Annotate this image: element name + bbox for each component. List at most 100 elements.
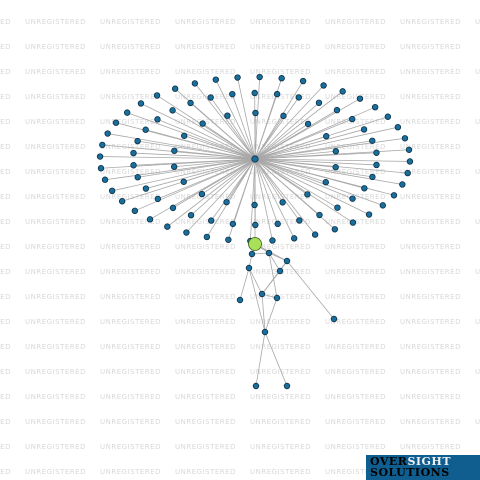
entity-node[interactable]	[316, 211, 323, 219]
entity-node[interactable]	[171, 85, 179, 92]
entity-node[interactable]	[265, 249, 273, 257]
entity-node[interactable]	[130, 149, 137, 157]
entity-node[interactable]	[279, 199, 286, 206]
entity-node[interactable]	[360, 126, 368, 133]
entity-node[interactable]	[229, 220, 237, 228]
entity-node[interactable]	[315, 99, 323, 107]
entity-node[interactable]	[248, 250, 256, 258]
entity-node[interactable]	[404, 169, 411, 177]
entity-node[interactable]	[108, 187, 116, 195]
entity-node[interactable]	[170, 163, 178, 170]
entity-node[interactable]	[320, 82, 327, 89]
entity-node[interactable]	[191, 80, 199, 87]
entity-node[interactable]	[245, 264, 253, 272]
entity-node[interactable]	[252, 109, 259, 117]
entity-node[interactable]	[332, 164, 339, 171]
entity-node[interactable]	[225, 236, 232, 243]
entity-node[interactable]	[199, 120, 206, 127]
entity-node[interactable]	[406, 158, 414, 165]
entity-node[interactable]	[251, 201, 258, 209]
entity-node[interactable]	[274, 220, 281, 228]
entity-node[interactable]	[169, 204, 177, 212]
entity-node[interactable]	[181, 132, 188, 139]
entity-node[interactable]	[323, 133, 330, 140]
entity-node[interactable]	[322, 179, 329, 186]
entity-node[interactable]	[180, 178, 187, 185]
entity-node[interactable]	[361, 185, 368, 192]
entity-node[interactable]	[258, 290, 266, 298]
entity-node[interactable]	[299, 77, 307, 85]
entity-node[interactable]	[365, 211, 373, 218]
entity-node[interactable]	[269, 237, 276, 244]
entity-node[interactable]	[261, 328, 269, 336]
entity-node[interactable]	[283, 382, 291, 390]
entity-node[interactable]	[169, 107, 176, 114]
entity-node[interactable]	[295, 94, 302, 101]
entity-node[interactable]	[339, 88, 346, 95]
entity-node[interactable]	[203, 233, 211, 241]
entity-node[interactable]	[154, 116, 161, 123]
entity-node[interactable]	[207, 94, 214, 101]
entity-node[interactable]	[96, 153, 104, 160]
entity-node[interactable]	[134, 174, 141, 181]
entity-node[interactable]	[349, 195, 356, 202]
entity-node[interactable]	[118, 198, 126, 205]
entity-node[interactable]	[356, 95, 364, 102]
entity-node[interactable]	[224, 112, 231, 119]
entity-node[interactable]	[252, 221, 259, 229]
entity-node[interactable]	[208, 217, 215, 224]
entity-node[interactable]	[142, 185, 150, 192]
entity-node[interactable]	[153, 92, 161, 99]
entity-node[interactable]	[290, 235, 298, 242]
entity-node[interactable]	[349, 219, 357, 226]
entity-node[interactable]	[304, 120, 312, 128]
entity-node[interactable]	[134, 137, 141, 145]
highlighted-entity-node[interactable]	[248, 237, 262, 251]
entity-node[interactable]	[130, 162, 137, 169]
entity-node[interactable]	[97, 165, 105, 172]
entity-node[interactable]	[401, 135, 409, 142]
entity-node[interactable]	[311, 231, 319, 238]
entity-node[interactable]	[278, 75, 285, 82]
entity-node[interactable]	[331, 226, 339, 233]
entity-node[interactable]	[171, 147, 178, 154]
entity-node[interactable]	[256, 73, 263, 81]
entity-node[interactable]	[223, 198, 230, 206]
entity-node[interactable]	[251, 89, 258, 97]
entity-node[interactable]	[164, 223, 171, 230]
entity-node[interactable]	[384, 113, 392, 120]
entity-node[interactable]	[142, 126, 149, 133]
entity-node[interactable]	[99, 141, 106, 149]
entity-node[interactable]	[330, 315, 338, 323]
entity-node[interactable]	[146, 216, 154, 223]
entity-node[interactable]	[280, 112, 287, 120]
entity-node[interactable]	[234, 74, 241, 81]
entity-node[interactable]	[229, 90, 236, 98]
entity-node[interactable]	[390, 192, 398, 199]
entity-node[interactable]	[104, 130, 111, 137]
entity-node[interactable]	[187, 211, 195, 219]
entity-node[interactable]	[394, 123, 402, 131]
entity-node[interactable]	[123, 109, 131, 116]
entity-node[interactable]	[183, 229, 190, 236]
entity-node[interactable]	[131, 207, 139, 215]
entity-node[interactable]	[333, 106, 341, 114]
entity-node[interactable]	[276, 267, 284, 275]
entity-node[interactable]	[369, 137, 376, 144]
entity-node[interactable]	[334, 204, 341, 211]
entity-node[interactable]	[198, 190, 206, 198]
entity-node[interactable]	[371, 103, 379, 111]
entity-node[interactable]	[379, 202, 387, 209]
entity-node[interactable]	[296, 217, 303, 224]
entity-node[interactable]	[212, 76, 220, 83]
entity-node[interactable]	[373, 149, 380, 156]
entity-node[interactable]	[369, 173, 376, 181]
entity-node[interactable]	[273, 294, 281, 302]
entity-node[interactable]	[154, 195, 162, 203]
entity-node[interactable]	[101, 176, 109, 183]
entity-node[interactable]	[399, 181, 406, 188]
entity-node[interactable]	[273, 90, 281, 98]
entity-node[interactable]	[236, 296, 244, 304]
entity-node[interactable]	[405, 146, 413, 153]
entity-node[interactable]	[112, 119, 120, 126]
